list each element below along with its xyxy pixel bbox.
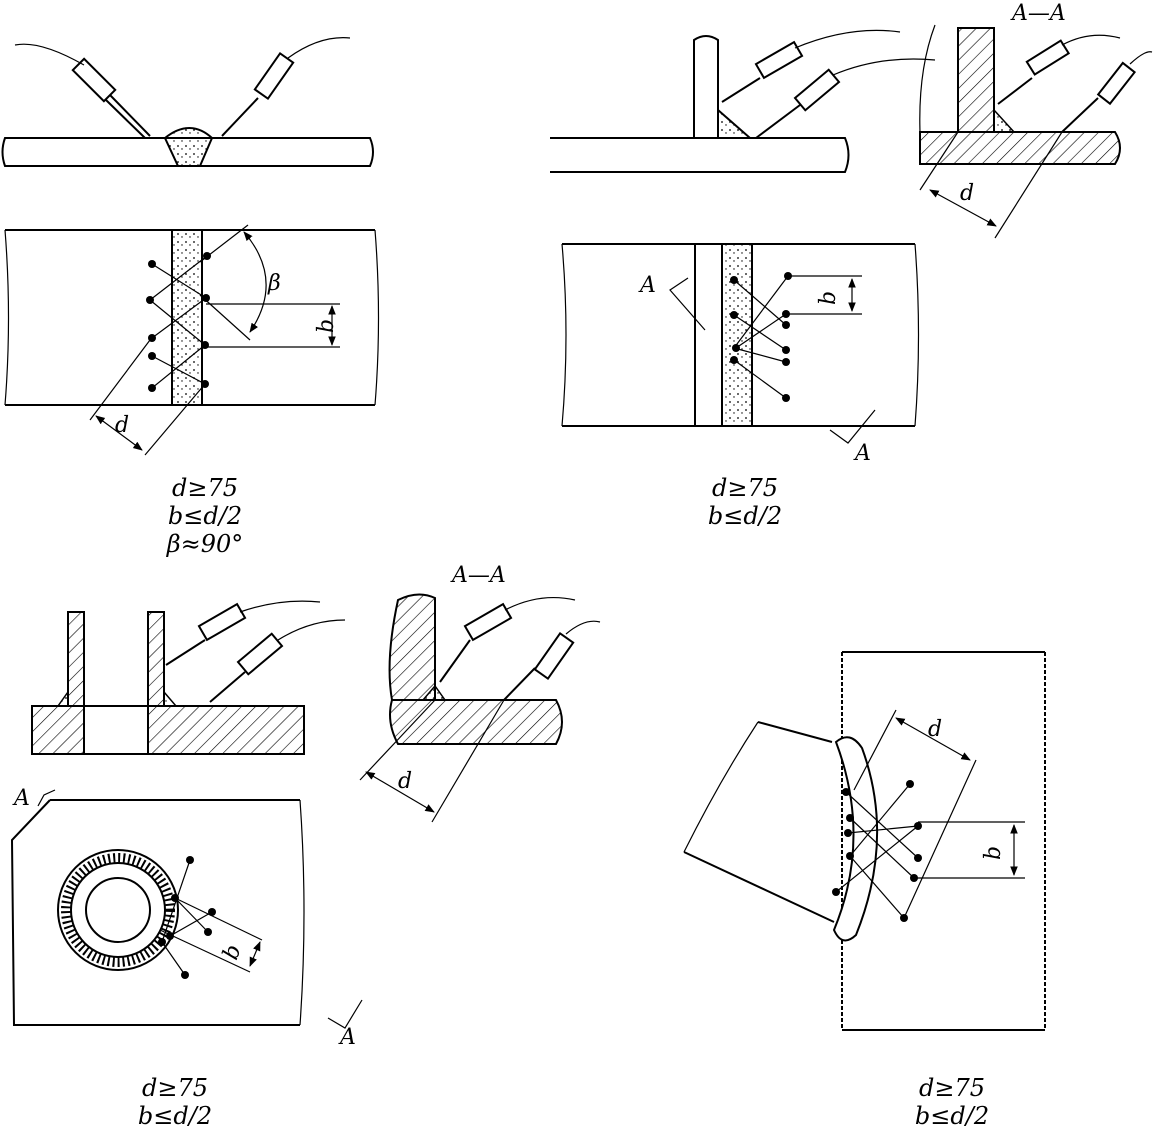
- svg-text:b: b: [981, 846, 1006, 860]
- d-label: d: [115, 413, 129, 438]
- section-label: A—A: [1010, 1, 1066, 26]
- svg-text:A: A: [12, 786, 30, 811]
- beta-arc: [243, 231, 267, 333]
- butt-weld-seam: [171, 229, 203, 406]
- fillet-weld: [717, 107, 753, 139]
- b-label: b: [314, 319, 339, 333]
- fig2-caption: d≥75 b≤d/2: [645, 474, 845, 530]
- torch-right: [221, 37, 351, 137]
- svg-text:b: b: [816, 291, 841, 305]
- caption-line: d≥75: [171, 474, 238, 502]
- fig3-pipe-elevation: [31, 600, 346, 755]
- caption-line: d≥75: [711, 474, 778, 502]
- fig1-butt-weld-plan: b β d: [4, 224, 380, 456]
- svg-text:d: d: [928, 717, 942, 742]
- svg-text:A: A: [853, 441, 871, 466]
- beta-label: β: [267, 271, 281, 296]
- caption-line: b≤d/2: [707, 502, 783, 530]
- fig4-angled-branch: b d: [683, 651, 1046, 1031]
- caption-line: b≤d/2: [167, 502, 243, 530]
- svg-text:A: A: [338, 1025, 356, 1050]
- fig3-section-AA: A—A d: [359, 563, 601, 823]
- caption-line: d≥75: [918, 1074, 985, 1102]
- d-dimension: [95, 415, 143, 451]
- torch-upper: [721, 29, 901, 103]
- fig4-caption: d≥75 b≤d/2: [852, 1074, 1052, 1130]
- fig1-caption: d≥75 b≤d/2 β≈90°: [105, 474, 305, 558]
- svg-text:d: d: [398, 769, 412, 794]
- fig2-section-AA: A—A d: [919, 1, 1153, 239]
- svg-text:A—A: A—A: [450, 563, 506, 588]
- curved-weld: [832, 736, 879, 942]
- butt-weld-bead: [163, 127, 214, 167]
- caption-line: β≈90°: [166, 530, 244, 558]
- fig3-caption: d≥75 b≤d/2: [75, 1074, 275, 1130]
- svg-text:d: d: [960, 181, 974, 206]
- fig3-pipe-plan: b A A: [10, 786, 363, 1050]
- caption-line: b≤d/2: [137, 1102, 213, 1130]
- caption-line: d≥75: [141, 1074, 208, 1102]
- svg-text:A: A: [638, 273, 656, 298]
- caption-line: b≤d/2: [914, 1102, 990, 1130]
- fig2-t-joint-plan: b A A: [561, 243, 920, 466]
- torch-left: [14, 43, 151, 139]
- torch-lower: [755, 58, 936, 139]
- fig1-butt-weld-elevation: [1, 37, 374, 167]
- ring-weld: [61, 853, 175, 967]
- fig2-t-joint-elevation: [550, 29, 936, 173]
- cross-lines: [149, 255, 208, 389]
